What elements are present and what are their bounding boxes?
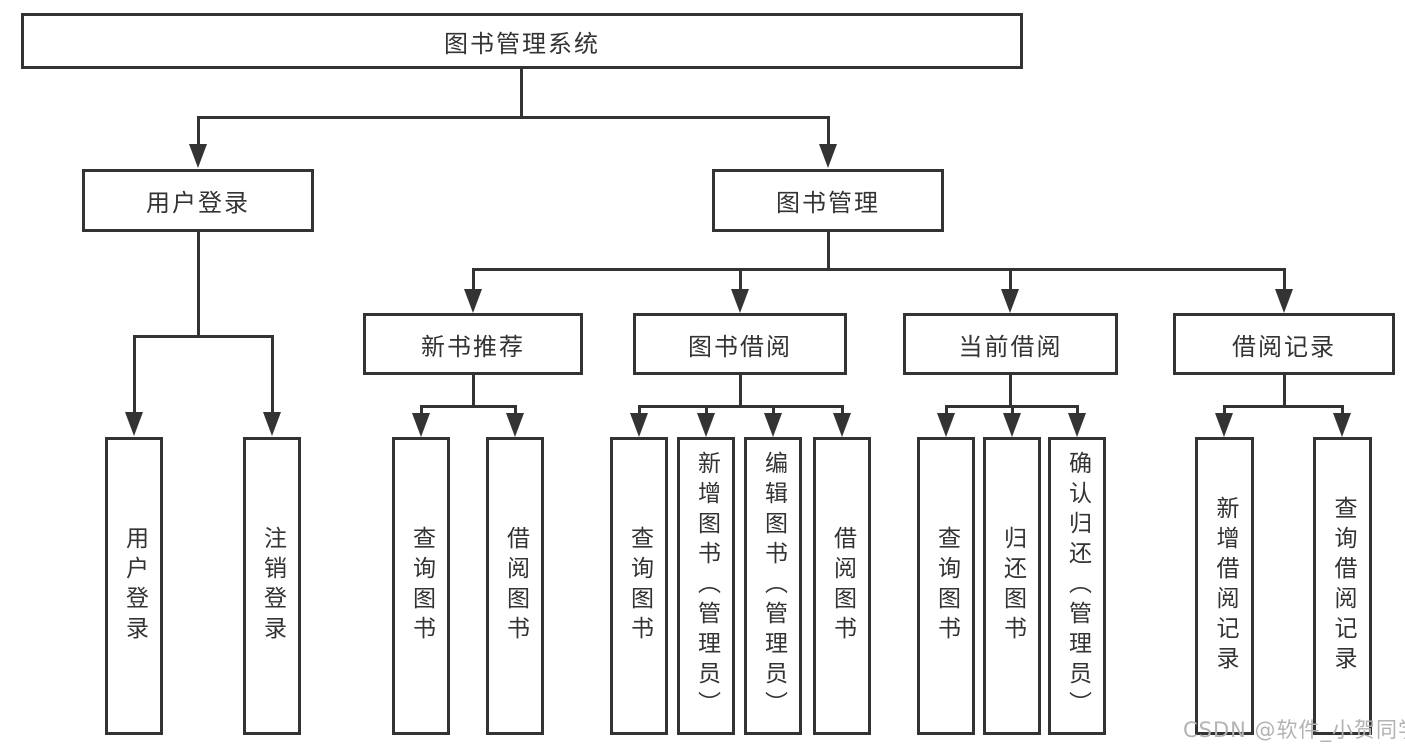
node-leaf-add-borrow-record: 新增借阅记录 xyxy=(1195,437,1254,735)
arrow-down-icon xyxy=(1275,289,1293,313)
connector-line xyxy=(1223,405,1344,408)
connector-line xyxy=(197,232,200,338)
arrow-down-icon xyxy=(506,413,524,437)
node-leaf-logout: 注销登录 xyxy=(243,437,301,735)
arrow-down-icon xyxy=(819,144,837,168)
node-book-management: 图书管理 xyxy=(712,169,944,232)
arrow-down-icon xyxy=(764,413,782,437)
connector-line xyxy=(638,408,641,415)
connector-line xyxy=(827,119,830,146)
arrow-down-icon xyxy=(1215,413,1233,437)
connector-line xyxy=(133,338,136,414)
connector-line xyxy=(772,408,775,415)
connector-line xyxy=(1283,271,1286,291)
connector-line xyxy=(472,271,475,291)
node-leaf-borrow-books-recommend: 借阅图书 xyxy=(486,437,544,735)
connector-line xyxy=(1223,408,1226,415)
connector-line xyxy=(1283,375,1286,408)
arrow-down-icon xyxy=(1068,413,1086,437)
arrow-down-icon xyxy=(1001,289,1019,313)
node-leaf-user-login: 用户登录 xyxy=(105,437,163,735)
node-leaf-query-books-current: 查询图书 xyxy=(917,437,975,735)
node-leaf-query-books-borrowing: 查询图书 xyxy=(610,437,668,735)
node-leaf-confirm-return-admin: 确认归还（管理员） xyxy=(1048,437,1106,735)
connector-line xyxy=(1341,408,1344,415)
connector-line xyxy=(1011,408,1014,415)
connector-line xyxy=(739,271,742,291)
connector-line xyxy=(514,408,517,415)
connector-line xyxy=(133,335,274,338)
connector-line xyxy=(638,405,844,408)
connector-line xyxy=(827,232,830,271)
connector-line xyxy=(945,408,948,415)
connector-line xyxy=(472,268,1286,271)
connector-line xyxy=(197,119,200,146)
connector-line xyxy=(420,408,423,415)
node-borrowing-records: 借阅记录 xyxy=(1173,313,1395,375)
connector-line xyxy=(705,408,708,415)
connector-line xyxy=(472,375,475,408)
connector-line xyxy=(1009,375,1012,408)
node-book-borrowing: 图书借阅 xyxy=(633,313,847,375)
connector-line xyxy=(1009,271,1012,291)
connector-line xyxy=(945,405,1079,408)
node-leaf-add-books-admin: 新增图书（管理员） xyxy=(677,437,735,735)
arrow-down-icon xyxy=(189,144,207,168)
node-user-login: 用户登录 xyxy=(82,169,314,232)
node-leaf-query-borrow-record: 查询借阅记录 xyxy=(1313,437,1372,735)
node-library-management-system: 图书管理系统 xyxy=(21,13,1023,69)
connector-line xyxy=(520,69,523,119)
arrow-down-icon xyxy=(697,413,715,437)
node-leaf-edit-books-admin: 编辑图书（管理员） xyxy=(744,437,802,735)
connector-line xyxy=(197,116,830,119)
node-leaf-query-books-recommend: 查询图书 xyxy=(392,437,450,735)
node-new-book-recommend: 新书推荐 xyxy=(363,313,583,375)
arrow-down-icon xyxy=(833,413,851,437)
watermark: CSDN @软件_小贺同学 xyxy=(1183,718,1405,742)
arrow-down-icon xyxy=(1003,413,1021,437)
node-leaf-return-books: 归还图书 xyxy=(983,437,1041,735)
arrow-down-icon xyxy=(464,289,482,313)
node-leaf-borrow-books: 借阅图书 xyxy=(813,437,871,735)
connector-line xyxy=(271,338,274,414)
connector-line xyxy=(841,408,844,415)
arrow-down-icon xyxy=(1333,413,1351,437)
node-current-borrowing: 当前借阅 xyxy=(903,313,1118,375)
arrow-down-icon xyxy=(731,289,749,313)
connector-line xyxy=(420,405,517,408)
arrow-down-icon xyxy=(412,413,430,437)
connector-line xyxy=(739,375,742,408)
arrow-down-icon xyxy=(630,413,648,437)
arrow-down-icon xyxy=(125,412,143,436)
connector-line xyxy=(1076,408,1079,415)
arrow-down-icon xyxy=(937,413,955,437)
arrow-down-icon xyxy=(263,412,281,436)
